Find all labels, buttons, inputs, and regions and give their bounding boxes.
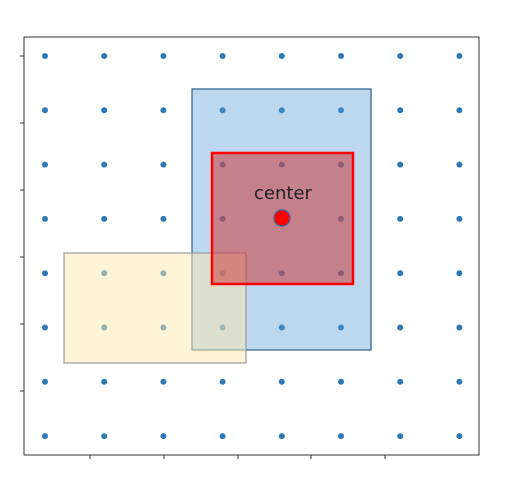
- grid-dot: [397, 107, 404, 114]
- y-ticks: [20, 55, 24, 392]
- grid-dot: [42, 107, 48, 114]
- grid-dot: [397, 378, 404, 385]
- grid-dot: [278, 107, 285, 114]
- grid-dot: [456, 378, 463, 385]
- grid-dot: [219, 378, 226, 385]
- grid-dot: [456, 324, 463, 331]
- grid-dot: [101, 378, 108, 385]
- grid-dot: [42, 53, 48, 59]
- grid-dot: [160, 215, 167, 222]
- grid-dot: [278, 433, 285, 440]
- center-label: center: [254, 183, 313, 204]
- grid-dot: [219, 433, 226, 440]
- grid-dot: [42, 433, 48, 440]
- grid-dot: [219, 107, 226, 114]
- grid-dot: [397, 433, 404, 440]
- grid-dot: [338, 107, 344, 114]
- grid-dot: [42, 161, 48, 168]
- grid-dot: [42, 378, 48, 385]
- grid-dot: [160, 161, 167, 168]
- grid-dot: [338, 53, 344, 59]
- grid-dot: [456, 215, 463, 222]
- grid-dot: [42, 324, 48, 331]
- grid-dot: [42, 215, 48, 222]
- grid-dot: [101, 161, 108, 168]
- center-marker: [273, 209, 291, 227]
- grid-dot: [397, 324, 404, 331]
- grid-dot: [42, 270, 48, 277]
- plot-frame: [23, 36, 480, 456]
- grid-dot: [278, 378, 285, 385]
- grid-dot: [101, 433, 108, 440]
- grid-dot: [101, 107, 108, 114]
- grid-dot: [456, 53, 463, 59]
- grid-dot: [397, 161, 404, 168]
- x-ticks: [89, 455, 386, 459]
- grid-dot: [160, 53, 167, 59]
- grid-dot: [101, 53, 108, 59]
- grid-dot: [219, 53, 226, 59]
- grid-dot: [397, 215, 404, 222]
- grid-dot: [456, 270, 463, 277]
- grid-dot: [278, 53, 285, 59]
- grid-dot: [338, 378, 344, 385]
- grid-dot: [338, 433, 344, 440]
- grid-dot: [456, 161, 463, 168]
- grid-dot: [456, 107, 463, 114]
- grid-dot: [101, 215, 108, 222]
- grid-dot: [278, 324, 285, 331]
- grid-dot: [397, 270, 404, 277]
- grid-dot: [397, 53, 404, 59]
- grid-dot: [160, 378, 167, 385]
- grid-dot: [456, 433, 463, 440]
- grid-dot: [160, 433, 167, 440]
- grid-dot: [338, 324, 344, 331]
- grid-dot: [160, 107, 167, 114]
